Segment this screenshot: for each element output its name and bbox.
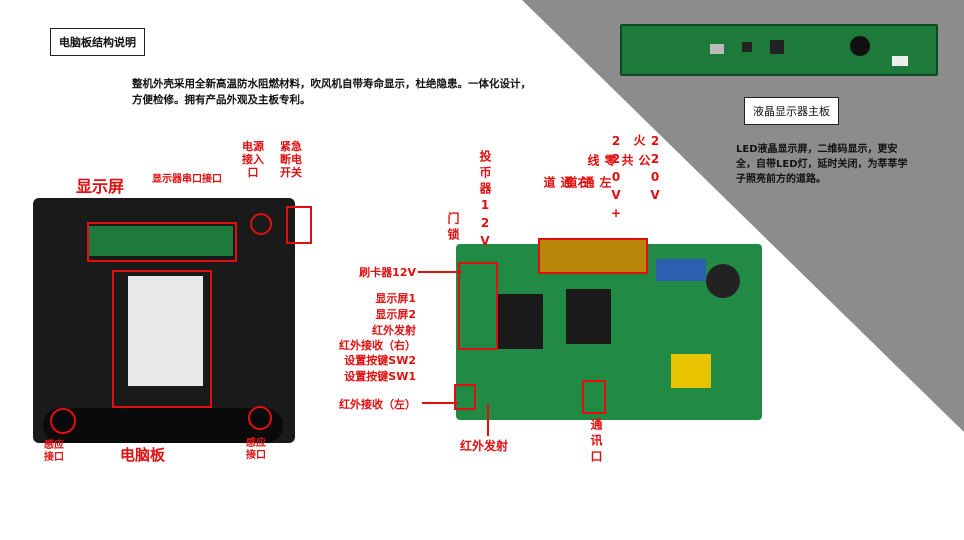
terminal-right-channel: 右通道 [542, 176, 590, 192]
lcd-board-description: LED液晶显示屏，二维码显示，更安全，自带LED灯，延时关闭，为莘莘学子照亮前方… [736, 144, 908, 185]
coin-label: 投币器12V [478, 150, 492, 252]
label-display-1: 显示屏1 [375, 292, 416, 305]
pointer-line [418, 271, 462, 273]
display-highlight [87, 222, 237, 262]
sensor-right-highlight [248, 406, 272, 430]
label-ir-emit-bottom: 红外发射 [460, 439, 509, 453]
label-setting-sw1: 设置按键SW1 [344, 370, 416, 383]
ir-left-highlight [454, 384, 476, 410]
door-lock-label: 门锁 [446, 212, 460, 244]
pointer-line [422, 402, 458, 404]
enclosure-photo [33, 198, 295, 443]
label-setting-sw2: 设置按键SW2 [344, 354, 416, 367]
pointer-line [487, 404, 489, 436]
terminal-neutral: 公共零线 [586, 154, 651, 170]
lcd-board-label: 液晶显示器主板 [744, 97, 839, 125]
emergency-switch-label: 紧急断电开关 [280, 140, 302, 179]
display-port-label: 显示器串口接口 [152, 174, 222, 185]
comm-highlight [582, 380, 606, 414]
page-title: 电脑板结构说明 [50, 28, 145, 56]
label-card-reader: 刷卡器12V [359, 266, 416, 279]
power-highlight [250, 213, 272, 235]
intro-text: 整机外壳采用全新高温防水阻燃材料，吹风机自带寿命显示，杜绝隐患。一体化设计，方便… [132, 78, 531, 106]
terminal-220v-plus: 220V+ [609, 134, 623, 224]
connectors-highlight [458, 262, 498, 350]
label-ir-receive-left: 红外接收（左） [339, 398, 416, 411]
switch-highlight [286, 206, 312, 244]
label-comm-port: 通讯口 [589, 418, 603, 466]
sensor-left-label: 感应接口 [44, 440, 64, 463]
sensor-left-highlight [50, 408, 76, 434]
board-highlight [112, 270, 212, 408]
label-ir-receive-right: 红外接收（右） [339, 339, 416, 352]
label-display-2: 显示屏2 [375, 308, 416, 321]
terminal-220v-live: 220V火 [632, 134, 662, 206]
sensor-right-label: 感应接口 [246, 438, 266, 461]
label-ir-emit: 红外发射 [372, 324, 416, 337]
lcd-board-photo [620, 24, 938, 76]
terminal-left-channel: 左通道 [564, 176, 612, 192]
power-in-label: 电源接入口 [242, 140, 264, 179]
board-label: 电脑板 [120, 446, 166, 464]
display-label: 显示屏 [76, 177, 125, 196]
terminal-block [538, 238, 648, 274]
